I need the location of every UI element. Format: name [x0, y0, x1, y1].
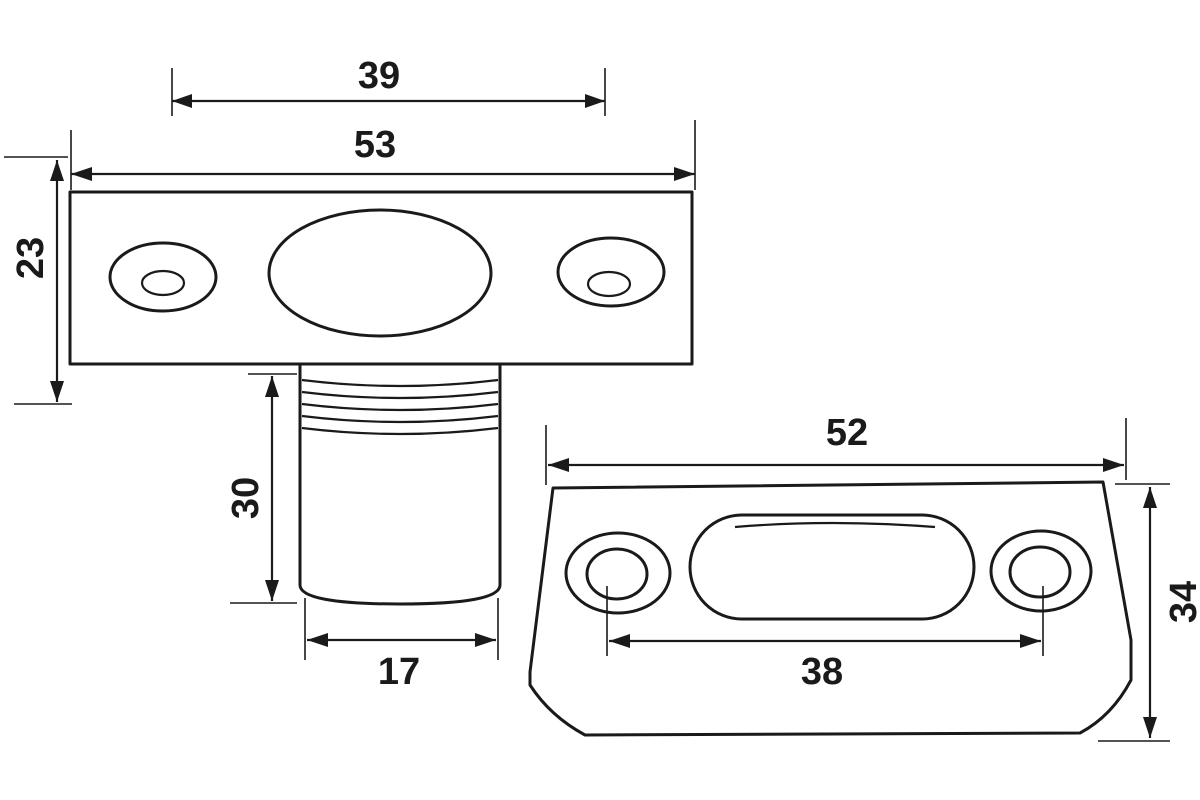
- dimension-53: 53: [70, 120, 696, 190]
- bolt-plate: [68, 190, 694, 366]
- dimension-34: 34: [1098, 483, 1200, 742]
- strike-plate: [528, 480, 1133, 737]
- dimension-17: 17: [304, 598, 499, 693]
- dimension-39: 39: [171, 55, 606, 116]
- bolt-plate-outline: [68, 190, 694, 366]
- dimension-52: 52: [545, 412, 1127, 485]
- strike-plate-outline: [528, 480, 1133, 737]
- dimension-23: 23: [4, 156, 72, 405]
- slot-inner-edge: [734, 521, 936, 529]
- bolt-head: [267, 208, 493, 338]
- dimension-53-label: 53: [354, 124, 396, 166]
- dimension-30: 30: [225, 373, 297, 604]
- dimension-23-label: 23: [10, 237, 52, 279]
- dimension-38: 38: [606, 586, 1044, 693]
- bolt-cylinder-threads: [301, 378, 499, 436]
- strike-plate-slot: [688, 513, 976, 621]
- bolt-plate-left-screw-hole: [108, 241, 218, 313]
- dimension-34-label: 34: [1163, 581, 1200, 623]
- dimension-30-label: 30: [225, 477, 267, 519]
- bolt-cylinder: [298, 364, 502, 606]
- dimension-17-label: 17: [378, 651, 420, 693]
- dimension-39-label: 39: [358, 55, 400, 97]
- dimension-38-label: 38: [801, 651, 843, 693]
- bolt-plate-right-screw-hole: [556, 236, 666, 308]
- strike-plate-left-hole: [564, 531, 672, 615]
- strike-plate-right-hole: [989, 529, 1093, 613]
- dimension-52-label: 52: [826, 412, 868, 454]
